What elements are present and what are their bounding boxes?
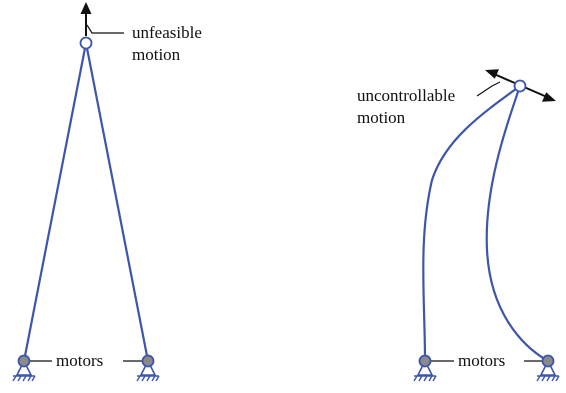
left-up-arrow-icon (80, 2, 92, 36)
right-top-joint (513, 79, 527, 93)
right-motors-label: motors (458, 351, 505, 370)
right-motor-2 (541, 354, 555, 368)
right-link-right (485, 84, 550, 363)
right-label-leader (476, 81, 501, 97)
left-motion-label-line1: unfeasible (132, 23, 202, 42)
left-link-right (84, 41, 150, 363)
left-label-leader (86, 24, 124, 34)
left-link-left (22, 41, 88, 363)
right-motion-label-line2: motion (357, 108, 406, 127)
left-motion-label-line2: motion (132, 45, 181, 64)
right-link-left (422, 84, 522, 363)
left-motors-label: motors (56, 351, 103, 370)
left-base-support-2-icon (136, 359, 160, 382)
left-base-support-1-icon (12, 359, 36, 382)
right-mechanism: uncontrollable motion motors (357, 69, 560, 382)
left-top-joint (79, 36, 93, 50)
left-motor-2 (141, 354, 155, 368)
left-mechanism: unfeasible motion motors (12, 2, 202, 382)
right-base-support-1-icon (413, 359, 437, 382)
right-base-support-2-icon (536, 359, 560, 382)
right-motion-label-line1: uncontrollable (357, 86, 455, 105)
left-motor-1 (17, 354, 31, 368)
right-motor-1 (418, 354, 432, 368)
